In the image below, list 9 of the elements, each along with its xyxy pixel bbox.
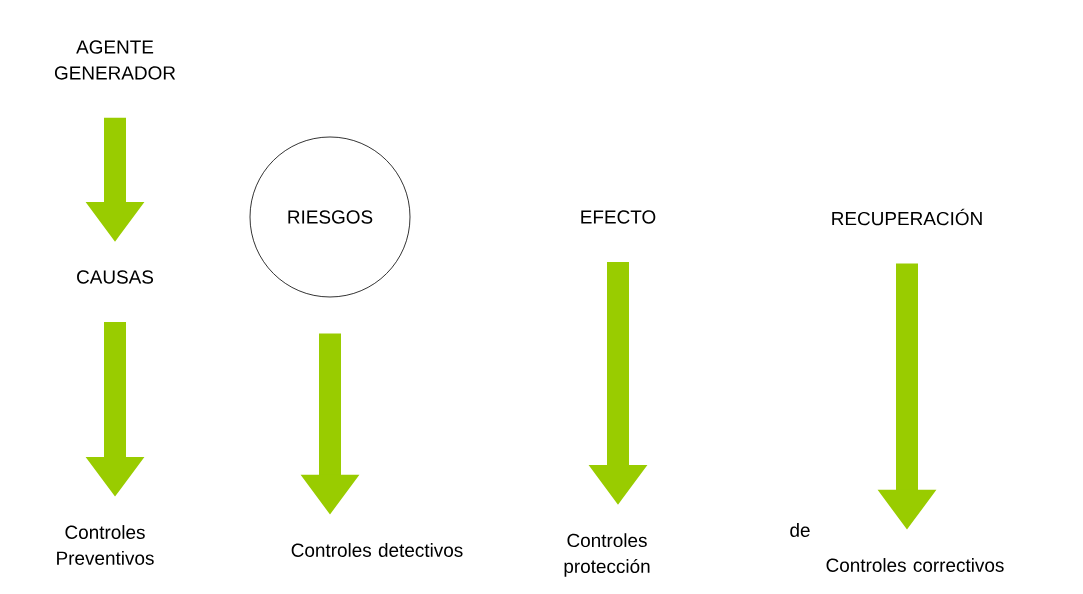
node-label: Controles correctivos [826,558,1004,572]
node-label: EFECTO [581,210,656,224]
node-label: Controles protección [564,533,650,577]
node-label: CAUSAS [77,270,154,284]
node-label: Controles Preventivos [57,525,154,565]
node-label: AGENTE GENERADOR [54,40,176,80]
node-label: RECUPERACIÓN [832,208,982,226]
text-label: de [790,523,810,537]
node-label: Controles detectivos [291,543,463,557]
